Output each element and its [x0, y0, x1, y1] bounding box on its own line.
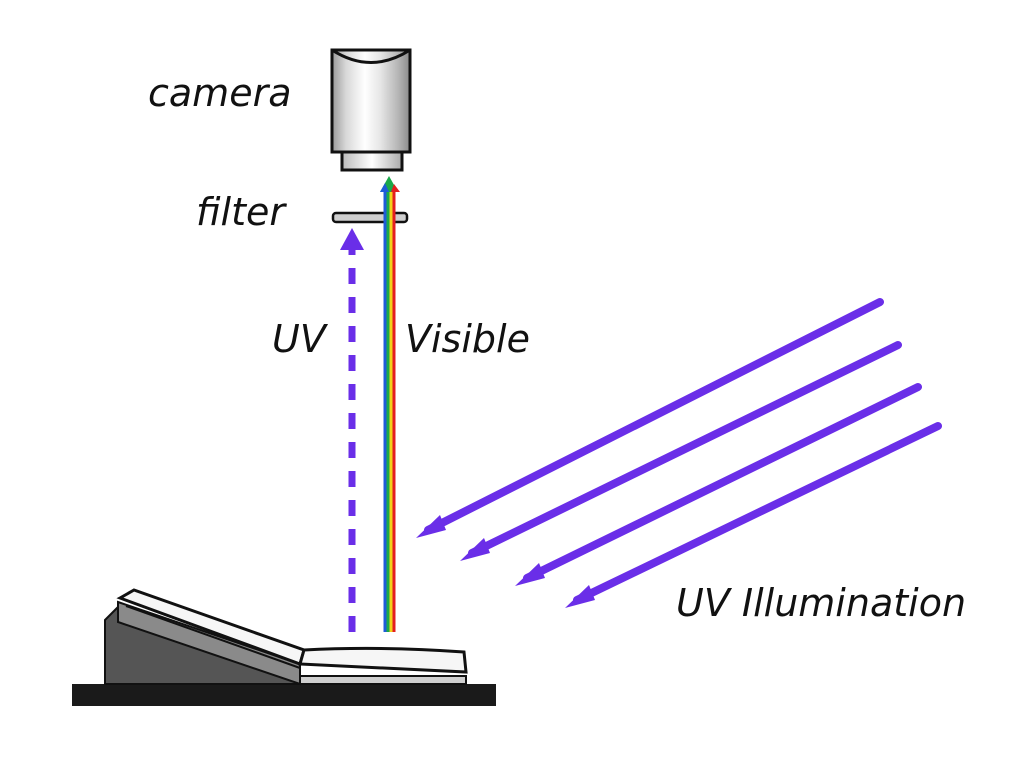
- uv-arrow-3-head: [515, 563, 545, 586]
- uv-arrow-1: [424, 298, 884, 534]
- visible-label: Visible: [405, 317, 530, 361]
- uv-arrow-4: [573, 422, 942, 604]
- uv-arrow-1-head: [416, 515, 446, 538]
- uv-arrow-2-head: [460, 538, 490, 561]
- uv-reflected-beam: [340, 228, 364, 632]
- camera-lens-icon: [330, 48, 412, 172]
- uv-illumination-arrows: [416, 298, 942, 608]
- book-on-stand-icon: [72, 588, 496, 706]
- uv-arrow-3: [523, 383, 922, 582]
- filter-plate-icon: [331, 211, 409, 224]
- camera-label: camera: [148, 71, 292, 115]
- uv-arrow-2: [468, 341, 902, 557]
- visible-light-beam: [380, 176, 400, 632]
- uv-illumination-label: UV Illumination: [676, 581, 967, 625]
- filter-label: filter: [196, 190, 286, 234]
- uv-label: UV: [272, 317, 326, 361]
- uv-arrow-4-head: [565, 585, 595, 608]
